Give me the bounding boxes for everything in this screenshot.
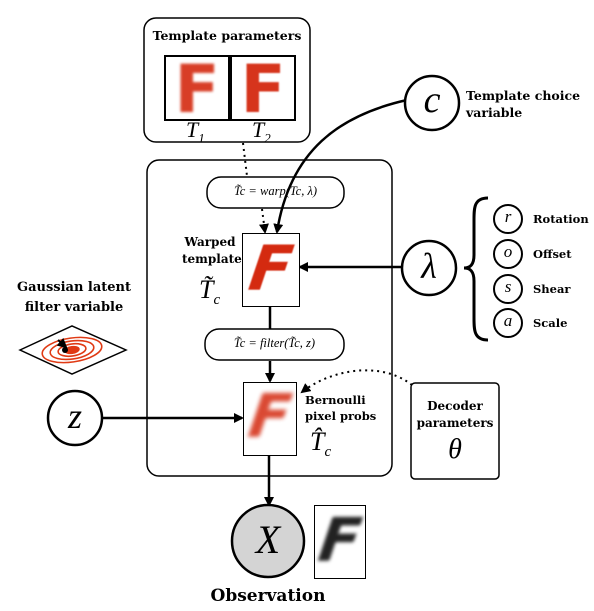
bernoulli-label: Bernoulli pixel probs [305,393,377,423]
bernoulli-symbol: T̂c [310,427,332,461]
node-z-circle [46,389,104,447]
node-c-label: c [423,79,441,121]
component-label-scale: Scale [533,316,568,330]
observed-glyph: F [314,506,366,576]
node-z-label: z [67,396,82,436]
warped-template-label: Warped template [182,235,242,266]
template-t2-glyph: F [240,55,286,121]
template-choice-label: Template choice variable [466,88,581,120]
arrow-c-to-warped [273,98,408,234]
bernoulli-image: F [243,382,297,456]
template-parameters-title: Template parameters [152,28,302,43]
component-label-offset: Offset [533,247,572,261]
component-symbol-scale: a [503,311,513,330]
observation-label: Observation [210,586,326,606]
component-circle-scale [493,308,523,338]
curly-brace [463,196,489,342]
gaussian-ellipses-icon [41,336,103,364]
warped-symbol: T̃c [199,275,221,309]
filter-formula-box [204,328,345,361]
observed-image: F [314,505,366,579]
component-circle-offset [493,239,523,269]
bernoulli-glyph: F [244,382,296,452]
component-label-rotation: Rotation [533,212,589,226]
component-symbol-shear: s [504,277,512,296]
template-t2-image: F [230,55,296,121]
template-t1-glyph: F [174,55,220,121]
warped-template-glyph: F [244,233,298,305]
warp-formula-box [206,176,345,209]
decoder-theta: θ [448,434,462,465]
node-x-label: X [255,517,281,562]
dotted-decoder-to-bernoulli [300,369,413,394]
node-c-circle [403,74,461,132]
gaussian-arrow-icon [56,337,68,349]
dotted-warp-to-warped [259,208,269,234]
component-label-shear: Shear [533,282,571,296]
filter-formula: T̃c = filter(T̃c, z) [233,336,316,350]
template-t1-image: F [164,55,230,121]
node-lambda-circle [400,239,458,297]
node-lambda-label: λ [421,246,437,286]
gaussian-label: Gaussian latent filter variable [16,280,132,315]
warped-template-image: F [242,233,300,307]
t2-label: T2 [252,117,271,146]
component-circle-shear [493,274,523,304]
decoder-parameters-box [410,382,500,480]
component-circle-rotation [493,204,523,234]
gaussian-dot [62,347,68,353]
warp-formula: T̃c = warp(Tc, λ) [233,184,318,198]
decoder-label: Decoder parameters [416,399,494,430]
node-x-circle [230,503,306,579]
t1-label: T1 [186,117,205,146]
component-symbol-offset: o [503,242,513,261]
component-symbol-rotation: r [504,207,512,226]
